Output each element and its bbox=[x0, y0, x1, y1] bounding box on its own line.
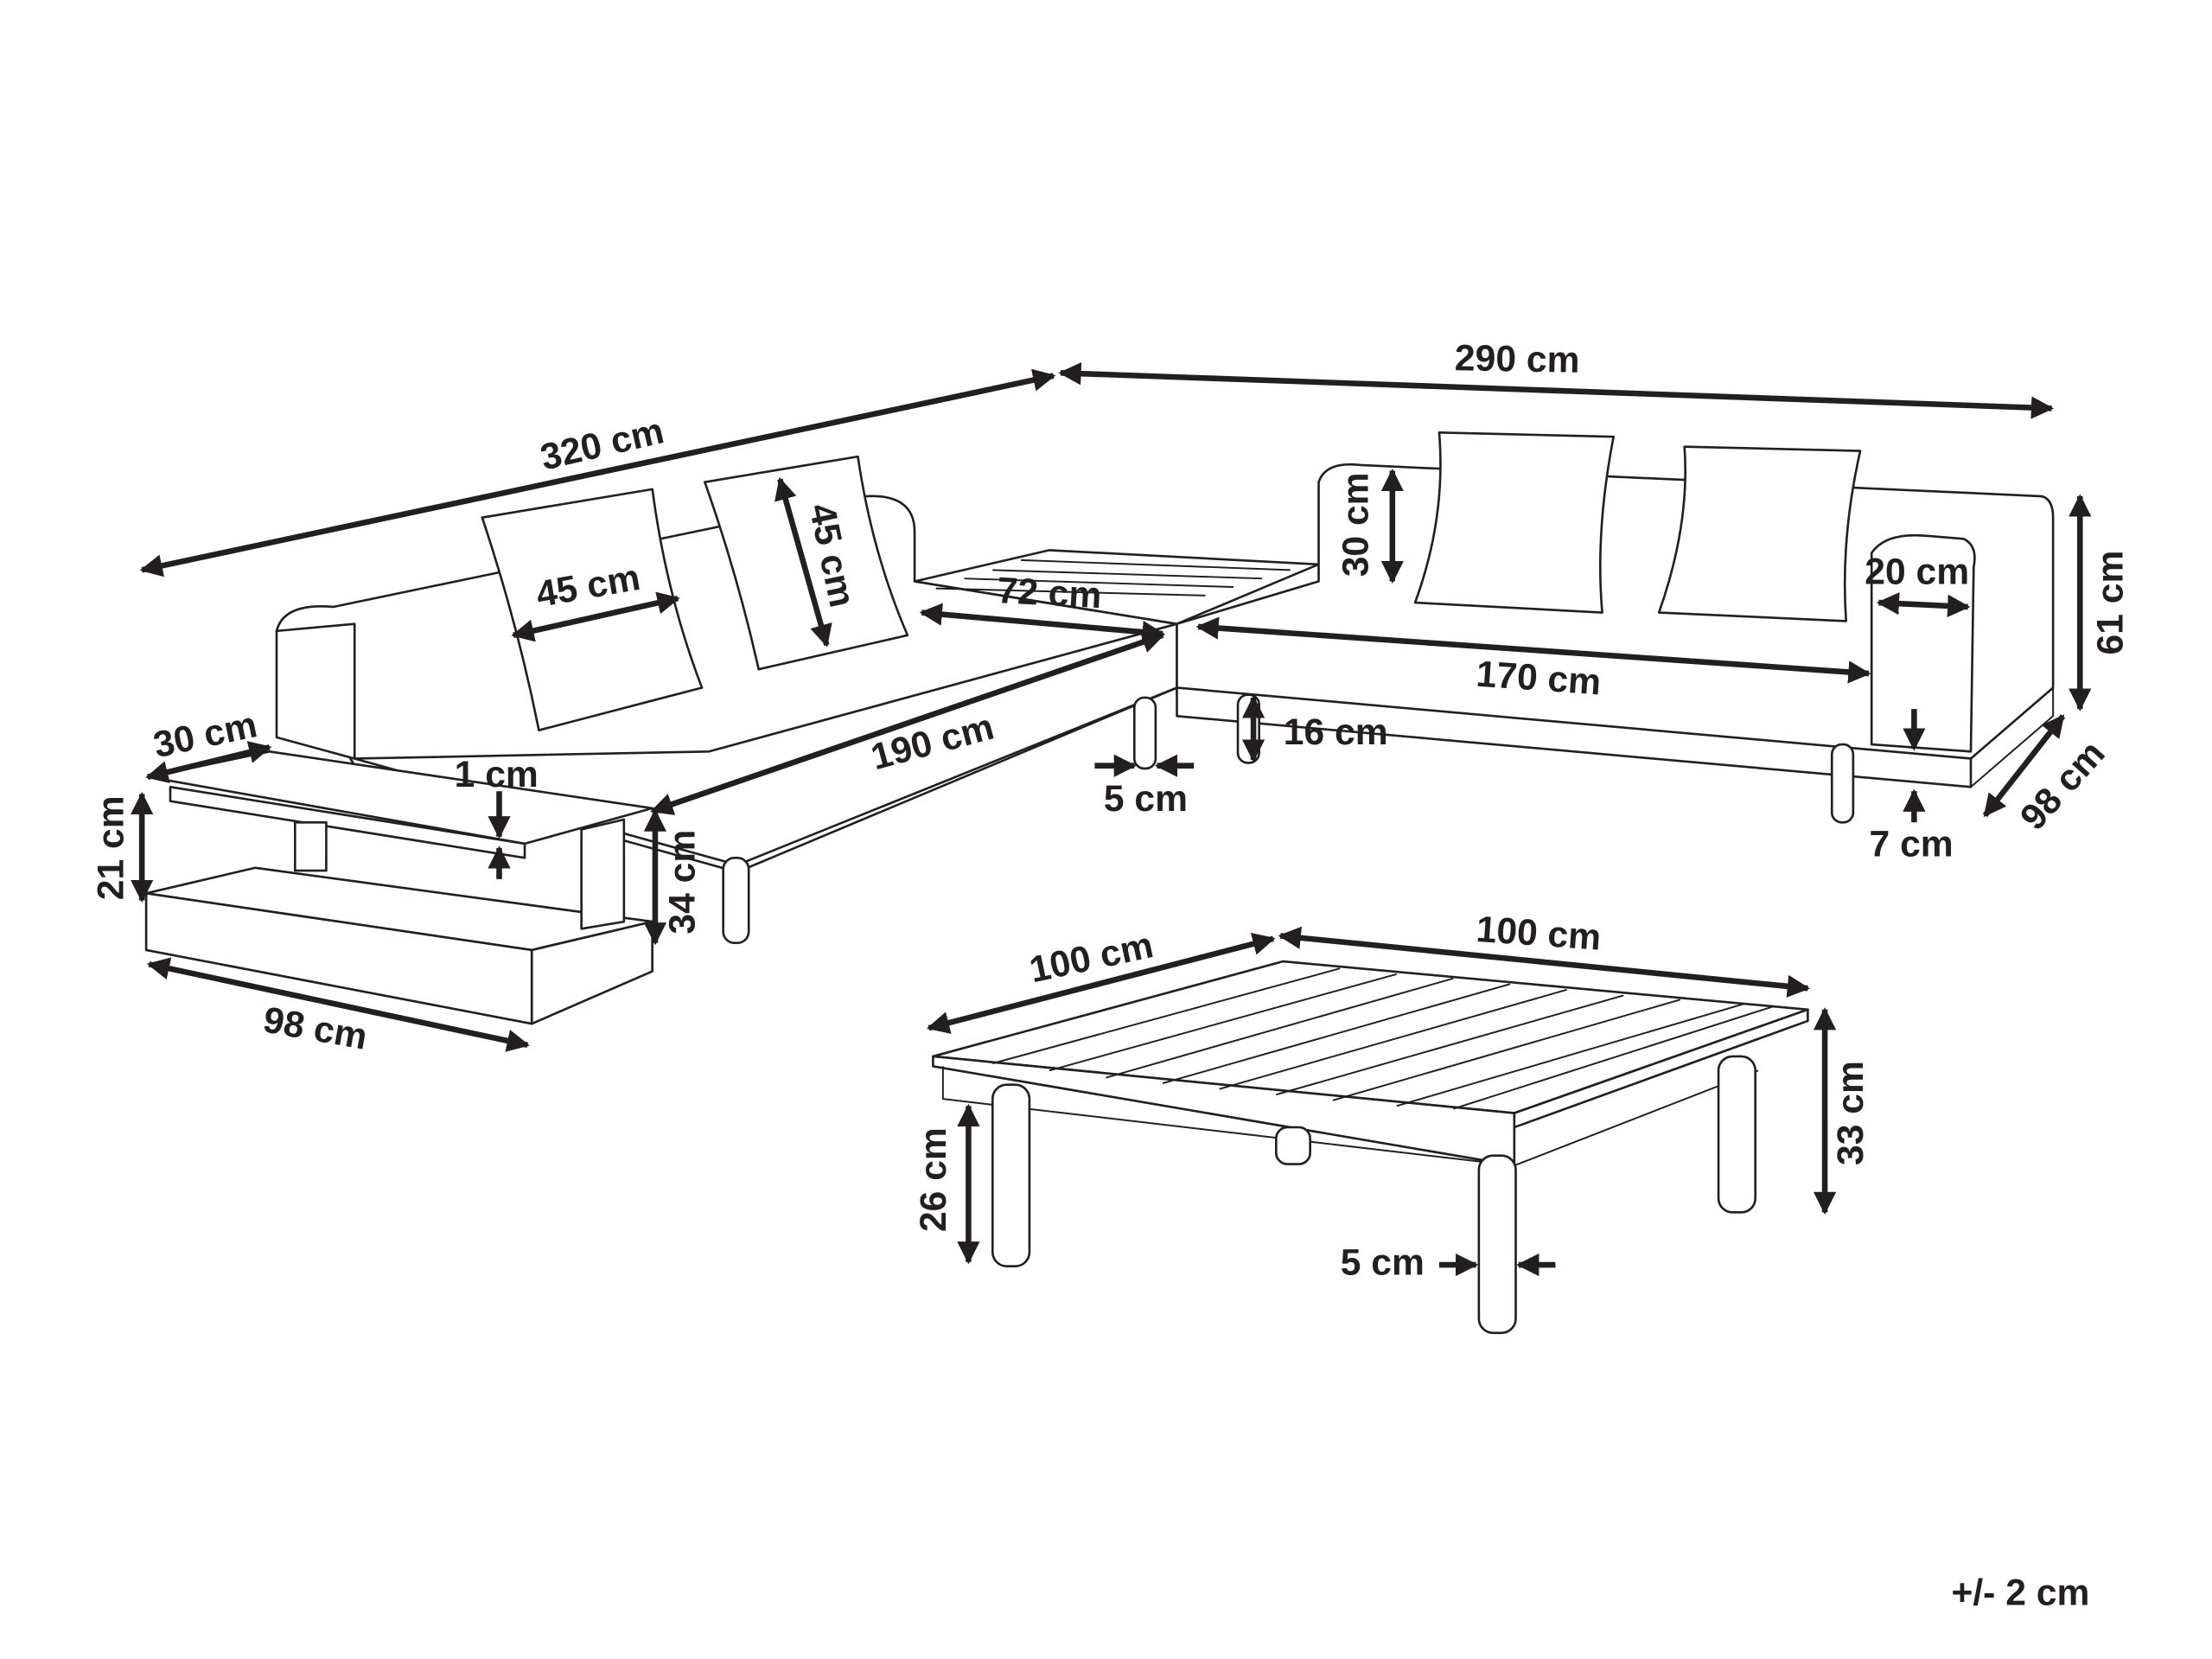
label-coffee-table-height: 33 cm bbox=[1830, 1061, 1871, 1165]
label-coffee-table-left: 100 cm bbox=[1026, 924, 1157, 991]
pillow bbox=[1413, 431, 1615, 614]
label-leg-width: 5 cm bbox=[1104, 778, 1188, 820]
label-sofa-left-length: 320 cm bbox=[537, 410, 668, 478]
label-corner-table-width: 72 cm bbox=[996, 570, 1102, 616]
label-sofa-depth: 98 cm bbox=[2012, 732, 2113, 838]
label-base-thickness: 7 cm bbox=[1870, 823, 1954, 865]
label-top-thickness: 1 cm bbox=[455, 754, 539, 795]
label-leg-height: 16 cm bbox=[1284, 711, 1388, 753]
label-coffee-table-right: 100 cm bbox=[1475, 909, 1603, 959]
right-sofa-drawing bbox=[1176, 463, 2055, 824]
label-backrest-height: 30 cm bbox=[1335, 472, 1377, 577]
label-armrest-width: 20 cm bbox=[1865, 552, 1969, 593]
tolerance-note: +/- 2 cm bbox=[1951, 1572, 2089, 1613]
label-coffee-table-leg-width: 5 cm bbox=[1341, 1241, 1425, 1283]
label-right-seat-length: 170 cm bbox=[1475, 654, 1603, 704]
label-sofa-right-length: 290 cm bbox=[1455, 337, 1580, 381]
label-side-table-height: 34 cm bbox=[662, 830, 704, 935]
label-total-height: 61 cm bbox=[2089, 551, 2131, 655]
pillow bbox=[1657, 445, 1862, 622]
dimension-arrows bbox=[131, 362, 2092, 1277]
label-coffee-table-leg-height: 26 cm bbox=[913, 1127, 954, 1232]
label-shelf-gap: 21 cm bbox=[91, 795, 132, 900]
